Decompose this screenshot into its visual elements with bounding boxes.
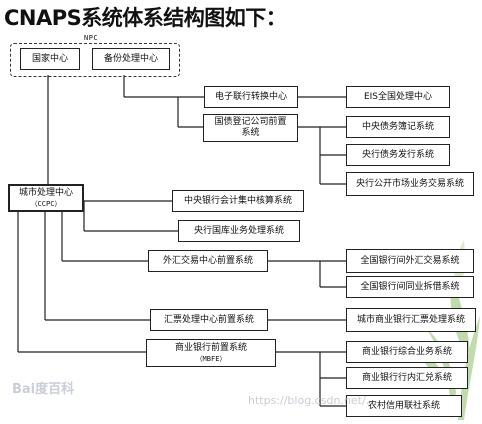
bond-reg-front-node: 国债登记公司前置 系统 — [203, 114, 298, 142]
city-commercial-draft-node: 城市商业银行汇票处理系统 — [346, 308, 476, 332]
forex-front-label: 外汇交易中心前置系统 — [162, 255, 253, 266]
central-bond-reg-node: 中央债务簿记系统 — [346, 116, 450, 138]
central-bond-reg-label: 中央债务簿记系统 — [361, 121, 434, 132]
ebank-switch-node: 电子联行转换中心 — [204, 86, 298, 108]
commercial-front-sublabel: （MBFE） — [195, 354, 227, 363]
commercial-remit-node: 商业银行行内汇兑系统 — [346, 367, 468, 389]
open-market-node: 央行公开市场业务交易系统 — [346, 172, 474, 196]
draft-front-node: 汇票处理中心前置系统 — [150, 309, 268, 331]
forex-front-node: 外汇交易中心前置系统 — [148, 250, 268, 272]
bond-reg-front-label-line1: 国债登记公司前置 — [214, 117, 287, 127]
national-center-label: 国家中心 — [31, 53, 68, 64]
city-center-label: 城市处理中心 — [18, 187, 73, 198]
city-commercial-draft-label: 城市商业银行汇票处理系统 — [356, 314, 465, 325]
interbank-lending-label: 全国银行间同业拆借系统 — [360, 281, 460, 292]
blog-watermark: https://blog.csdn.net/... — [248, 394, 377, 407]
central-accounting-label: 中央银行会计集中核算系统 — [183, 195, 292, 206]
eis-center-node: EIS全国处理中心 — [346, 86, 450, 108]
central-bond-issue-label: 央行债务发行系统 — [361, 149, 434, 160]
central-treasury-label: 央行国库业务处理系统 — [193, 225, 284, 236]
central-bond-issue-node: 央行债务发行系统 — [346, 144, 450, 166]
city-center-node: 城市处理中心 （CCPC） — [8, 184, 84, 212]
commercial-integrated-label: 商业银行综合业务系统 — [361, 346, 452, 357]
backup-center-node: 备份处理中心 — [92, 48, 170, 70]
interbank-lending-node: 全国银行间同业拆借系统 — [346, 276, 474, 298]
commercial-front-label: 商业银行前置系统 — [174, 342, 247, 353]
commercial-integrated-node: 商业银行综合业务系统 — [346, 341, 468, 363]
interbank-forex-node: 全国银行间外汇交易系统 — [346, 249, 474, 273]
central-accounting-node: 中央银行会计集中核算系统 — [172, 190, 304, 212]
rural-credit-node: 农村信用联社系统 — [346, 395, 462, 417]
bond-reg-front-label-line2: 系统 — [241, 128, 260, 138]
interbank-forex-label: 全国银行间外汇交易系统 — [360, 255, 460, 266]
national-center-node: 国家中心 — [20, 48, 80, 70]
rural-credit-label: 农村信用联社系统 — [367, 400, 440, 411]
backup-center-label: 备份处理中心 — [103, 53, 158, 64]
baidu-watermark: Bai度百科 — [12, 382, 75, 397]
commercial-remit-label: 商业银行行内汇兑系统 — [361, 372, 452, 383]
central-treasury-node: 央行国库业务处理系统 — [178, 220, 300, 242]
npc-group — [10, 43, 180, 77]
npc-label: NPC — [84, 34, 99, 42]
ebank-switch-label: 电子联行转换中心 — [214, 91, 287, 102]
commercial-front-node: 商业银行前置系统 （MBFE） — [146, 339, 276, 367]
draft-front-label: 汇票处理中心前置系统 — [163, 314, 254, 325]
eis-center-label: EIS全国处理中心 — [363, 91, 433, 102]
diagram-title: CNAPS系统体系结构图如下： — [4, 6, 287, 30]
open-market-label: 央行公开市场业务交易系统 — [355, 178, 464, 189]
city-center-sublabel: （CCPC） — [30, 199, 62, 208]
